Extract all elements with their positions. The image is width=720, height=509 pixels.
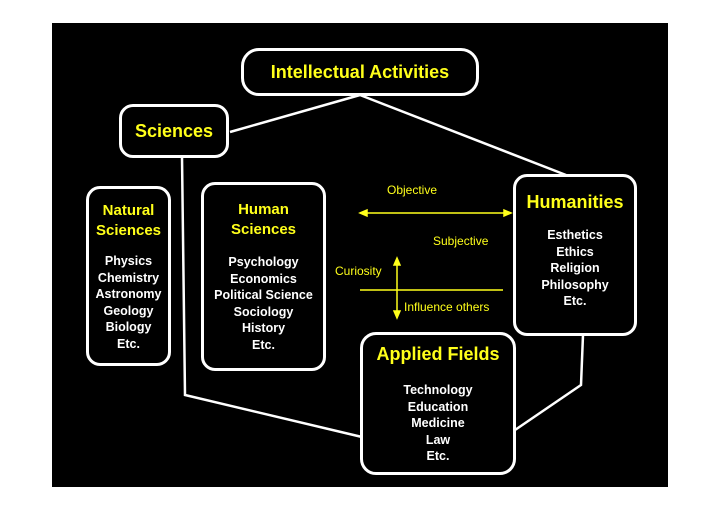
humanities-title: Humanities bbox=[526, 192, 624, 212]
list-item: Religion bbox=[550, 261, 600, 275]
list-item: Physics bbox=[104, 254, 153, 268]
list-item: History bbox=[241, 321, 286, 335]
root-box: Intellectual Activities bbox=[241, 48, 479, 96]
list-item: Etc. bbox=[563, 294, 587, 308]
list-item: Geology bbox=[103, 303, 154, 318]
list-item: Psychology bbox=[228, 255, 299, 269]
list-item: Medicine bbox=[411, 416, 465, 430]
list-item: Sociology bbox=[233, 304, 294, 319]
human-sciences-box: Human Sciences Psychology Economics Poli… bbox=[201, 182, 326, 371]
list-item: Education bbox=[407, 399, 469, 414]
human-title: Human bbox=[238, 201, 289, 218]
list-item: Law bbox=[425, 432, 451, 447]
applied-title: Applied Fields bbox=[376, 344, 500, 364]
list-item: Esthetics bbox=[547, 228, 603, 242]
line-root-humanities bbox=[359, 93, 567, 177]
applied-fields-box: Applied Fields Technology Education Medi… bbox=[360, 332, 516, 475]
list-item: Biology bbox=[105, 320, 152, 334]
objective-label: Objective bbox=[387, 183, 438, 197]
list-item: Philosophy bbox=[541, 277, 609, 292]
natural-sciences-box: Natural Sciences Physics Chemistry Astro… bbox=[86, 186, 171, 366]
sciences-title: Sciences bbox=[134, 121, 214, 141]
list-item: Etc. bbox=[426, 449, 450, 463]
subjective-label: Subjective bbox=[433, 234, 489, 248]
line-humanities-applied bbox=[514, 334, 585, 432]
list-item: Chemistry bbox=[97, 270, 160, 285]
list-item: Economics bbox=[230, 271, 297, 286]
root-title: Intellectual Activities bbox=[270, 62, 450, 82]
list-item: Astronomy bbox=[95, 287, 162, 301]
list-item: Political Science bbox=[214, 288, 313, 302]
list-item: Etc. bbox=[117, 336, 140, 351]
curiosity-label: Curiosity bbox=[335, 264, 382, 278]
line-sciences-applied bbox=[180, 156, 363, 439]
sciences-box: Sciences bbox=[119, 104, 229, 158]
list-item: Ethics bbox=[556, 244, 594, 259]
natural-title: Natural bbox=[102, 202, 155, 219]
natural-title: Sciences bbox=[95, 222, 162, 239]
human-title: Sciences bbox=[230, 221, 297, 238]
list-item: Technology bbox=[403, 383, 473, 397]
list-item: Etc. bbox=[252, 337, 275, 352]
influence-label: Influence others bbox=[404, 300, 490, 314]
humanities-box: Humanities Esthetics Ethics Religion Phi… bbox=[513, 174, 637, 336]
line-root-sciences bbox=[229, 93, 361, 134]
